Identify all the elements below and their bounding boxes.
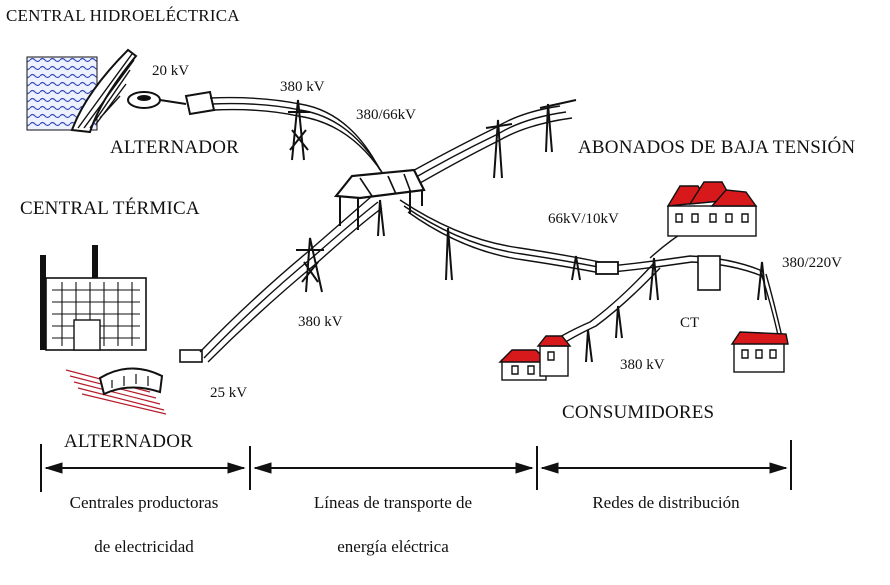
footer-transport-line2: energía eléctrica <box>337 537 449 556</box>
transmission-towers <box>288 99 767 363</box>
ct-label: CT <box>680 315 700 331</box>
houses-top-right <box>666 181 758 237</box>
thermal-plant-label: CENTRAL TÉRMICA <box>20 198 200 219</box>
alternator-bottom-label: ALTERNADOR <box>64 431 194 452</box>
footer-transport-line1: Líneas de transporte de <box>313 493 473 512</box>
voltage-380kv-top-label: 380 kV <box>280 79 325 95</box>
houses-bottom-left <box>498 335 572 381</box>
footer-production-line2: de electricidad <box>94 537 194 556</box>
voltage-380kv-thermal-label: 380 kV <box>298 314 343 330</box>
main-substation <box>333 168 426 230</box>
voltage-25kv-label: 25 kV <box>210 385 248 401</box>
transmission-lines <box>199 96 783 363</box>
span-arrow-production <box>44 462 246 474</box>
hydro-plant-label: CENTRAL HIDROELÉCTRICA <box>6 6 240 25</box>
consumers-label: CONSUMIDORES <box>562 402 715 423</box>
span-arrow-transport <box>253 462 534 474</box>
voltage-20kv-label: 20 kV <box>152 63 190 79</box>
span-dividers <box>40 440 792 492</box>
low-voltage-subscribers-label: ABONADOS DE BAJA TENSIÓN <box>578 137 856 158</box>
thermal-plant-illustration <box>40 245 203 415</box>
houses-bottom-right <box>730 331 789 373</box>
voltage-380kv-consumer-label: 380 kV <box>620 357 665 373</box>
footer-distribution: Redes de distribución <box>592 493 740 512</box>
span-arrow-distribution <box>540 462 788 474</box>
distribution-substation <box>595 255 721 291</box>
voltage-380-66kv-label: 380/66kV <box>356 107 416 123</box>
voltage-66-10kv-label: 66kV/10kV <box>548 211 619 227</box>
voltage-380-220v-label: 380/220V <box>782 255 842 271</box>
alternator-top-label: ALTERNADOR <box>110 137 240 158</box>
hydro-dam-illustration <box>26 48 216 134</box>
footer-production-line1: Centrales productoras <box>69 493 219 512</box>
